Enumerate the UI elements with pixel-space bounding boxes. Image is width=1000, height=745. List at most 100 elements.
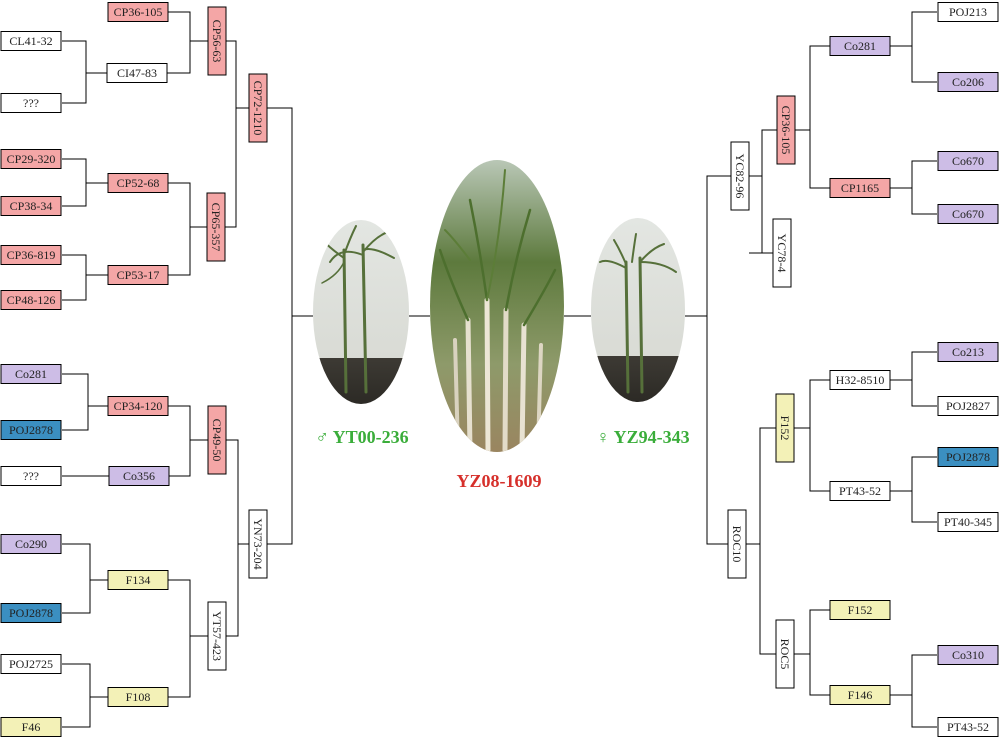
connector-line [169,440,191,477]
connector-line [62,275,87,301]
node-label: YN73-204 [251,518,265,569]
node-label: POJ2878 [9,423,53,437]
node-box [0,654,62,674]
connector-line [706,316,728,545]
node-label: CP65-357 [209,203,223,252]
node-l-f46: F46 [0,717,62,737]
connector-line [890,456,937,492]
node-label: F152 [778,416,792,441]
node-label: Co290 [15,537,47,551]
node-r-poj213: POJ213 [937,2,999,22]
node-r-co281: Co281 [829,36,891,56]
connector-line [62,158,108,184]
node-r-poj2827: POJ2827 [937,396,999,416]
node-label: Co356 [123,469,155,483]
node-box [0,717,62,737]
node-box [772,218,792,288]
node-box [937,342,999,362]
node-label: CP48-126 [7,293,56,307]
node-box [207,405,227,475]
node-label: Co206 [952,75,984,89]
node-r-co206: Co206 [937,72,999,92]
node-label: YC82-96 [733,154,747,199]
node-label: F46 [22,720,41,734]
node-box [0,93,62,113]
node-label: CP72-1210 [251,81,265,136]
node-box [730,141,750,211]
node-label: F146 [848,688,873,702]
node-l-cp65-357: CP65-357 [206,192,226,262]
connector-line [890,11,937,47]
connector-line [168,11,208,42]
connector-line [795,45,830,131]
node-label: ROC5 [778,639,792,670]
node-label: Co310 [952,648,984,662]
node-l-cp48-126: CP48-126 [0,290,62,310]
connector-line [267,107,293,545]
connector-line [749,129,777,177]
connector-line [809,428,830,492]
node-l-cp53-17: CP53-17 [107,265,169,285]
connector-line [62,406,89,431]
node-box [776,95,796,165]
node-l-poj2878a: POJ2878 [0,420,62,440]
node-l-poj2725: POJ2725 [0,654,62,674]
node-r-roc5: ROC5 [775,619,795,689]
node-box [207,601,227,671]
node-l-co281: Co281 [0,364,62,384]
node-box [0,245,62,265]
connector-line [911,188,937,215]
node-box [107,2,169,22]
node-label: Co670 [952,154,984,168]
node-box [107,396,169,416]
node-l-co356: Co356 [108,466,170,486]
node-box [207,6,227,76]
node-box [0,466,62,486]
male-parent-title: ♂ YT00-236 [315,427,408,447]
node-l-cp52-68: CP52-68 [107,173,169,193]
node-r-poj2878: POJ2878 [937,447,999,467]
node-r-pt43-52a: PT43-52 [829,481,891,501]
node-label: POJ2878 [9,606,53,620]
connector-line [62,373,108,407]
female-parent-title: ♀ YZ94-343 [596,427,689,447]
node-l-cp36-819: CP36-819 [0,245,62,265]
node-box [0,31,62,51]
node-label: POJ213 [949,5,987,19]
connector-line [794,379,830,429]
node-box [107,265,169,285]
connector-line [685,175,731,317]
connector-line [809,654,830,696]
connector-line [62,40,108,74]
connector-line [890,654,937,696]
node-box [248,73,268,143]
node-label: CP53-17 [117,268,160,282]
node-r-yc82-96: YC82-96 [730,141,750,211]
node-l-ci47-83: CI47-83 [106,63,168,83]
node-label: CP1165 [841,181,879,195]
connector-line [911,380,937,407]
connector-line [62,543,108,581]
node-label: CP34-120 [114,399,163,413]
node-r-pt40-345: PT40-345 [937,512,999,532]
connector-line [749,176,763,254]
node-l-f134: F134 [107,570,169,590]
node-box [107,687,169,707]
node-box [0,149,62,169]
node-l-cp36-105: CP36-105 [107,2,169,22]
node-l-cp49-50: CP49-50 [207,405,227,475]
node-r-f152b: F152 [829,600,891,620]
male-parent-photo [313,220,409,404]
node-r-co670a: Co670 [937,151,999,171]
node-label: PT43-52 [947,720,989,734]
node-box [775,619,795,689]
connector-line [226,40,250,109]
node-box [0,196,62,216]
node-label: CP29-320 [7,152,56,166]
node-box [829,685,891,705]
connector-line [168,182,207,228]
node-box [829,178,891,198]
